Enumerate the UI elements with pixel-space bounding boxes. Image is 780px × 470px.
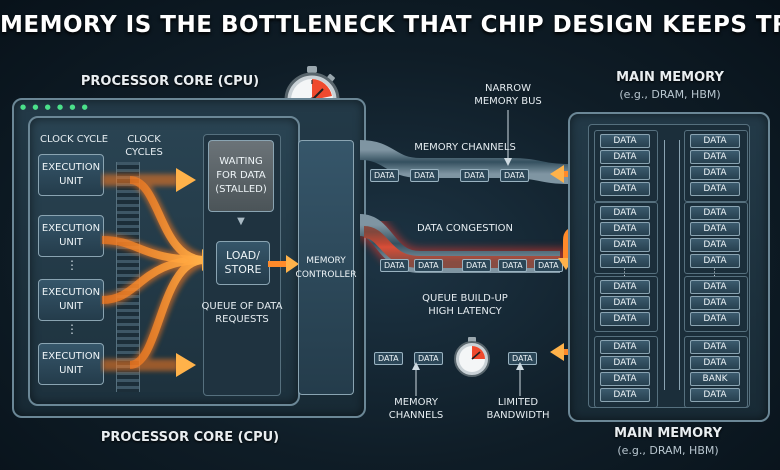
narrow-bus-label: NARROW MEMORY BUS — [474, 83, 542, 107]
memory-cell: DATA — [690, 388, 740, 402]
memory-cell: DATA — [600, 280, 650, 294]
memory-bank-frame — [684, 130, 748, 202]
memory-cell: DATA — [600, 238, 650, 252]
memory-bank-frame — [594, 202, 658, 274]
packet: DATA — [534, 259, 563, 272]
limited-bandwidth-label: LIMITED BANDWIDTH — [486, 397, 550, 421]
packet: DATA — [410, 169, 439, 182]
queue-buildup-label: QUEUE BUILD-UP — [422, 293, 508, 304]
packet: DATA — [414, 259, 443, 272]
packet: DATA — [498, 259, 527, 272]
ellipsis: ⋮ — [66, 258, 78, 272]
memory-cell: DATA — [690, 150, 740, 164]
memory-cell: DATA — [690, 206, 740, 220]
memory-cell: DATA — [690, 166, 740, 180]
packet: DATA — [460, 169, 489, 182]
memory-cell: DATA — [600, 206, 650, 220]
memory-cell: DATA — [600, 166, 650, 180]
memory-cell: DATA — [600, 222, 650, 236]
memory-cell: DATA — [690, 312, 740, 326]
memory-cell: DATA — [600, 312, 650, 326]
memory-bank-frame — [684, 336, 748, 408]
load-store-box: LOAD/ STORE — [216, 241, 270, 285]
packet: DATA — [380, 259, 409, 272]
ellipsis: ⋮ — [620, 268, 629, 278]
clock-strip — [116, 162, 140, 392]
memory-title-top: MAIN MEMORY — [616, 70, 724, 85]
label-pointers — [412, 110, 524, 396]
memory-cell: DATA — [600, 150, 650, 164]
execution-unit-4: EXECUTION UNIT — [38, 343, 104, 385]
channels-top-label: MEMORY CHANNELS — [414, 142, 516, 153]
memory-bank-frame — [594, 130, 658, 202]
memory-cell: DATA — [600, 182, 650, 196]
bank-connectors — [664, 140, 680, 390]
memory-controller: MEMORY CONTROLLER — [296, 140, 356, 395]
cpu-title-bottom: PROCESSOR CORE (CPU) — [100, 430, 280, 445]
execution-unit-2: EXECUTION UNIT — [38, 215, 104, 257]
packet: DATA — [414, 352, 443, 365]
memory-cell: DATA — [690, 356, 740, 370]
memory-cell: DATA — [690, 296, 740, 310]
memory-cell: DATA — [600, 254, 650, 268]
memory-cell: DATA — [600, 372, 650, 386]
down-arrow: ▼ — [237, 216, 245, 227]
queue-label: QUEUE OF DATA REQUESTS — [201, 301, 283, 325]
execution-unit-1: EXECUTION UNIT — [38, 154, 104, 196]
controller-arrow — [268, 255, 299, 273]
memory-subtitle-top: (e.g., DRAM, HBM) — [619, 88, 721, 101]
packet: DATA — [370, 169, 399, 182]
ellipsis: ⋮ — [710, 268, 719, 278]
request-arrows — [101, 168, 218, 377]
congestion-label: DATA CONGESTION — [416, 223, 514, 234]
packet: DATA — [500, 169, 529, 182]
memory-bank-frame — [684, 202, 748, 274]
memory-bank-frame — [594, 336, 658, 408]
status-dots: ● ● ● ● ● ● — [20, 103, 90, 111]
memory-cell: DATA — [600, 356, 650, 370]
cpu-title-top: PROCESSOR CORE (CPU) — [80, 74, 260, 89]
memory-cell: DATA — [690, 222, 740, 236]
page-title: MEMORY IS THE BOTTLENECK THAT CHIP DESIG… — [0, 12, 780, 38]
memory-cell: DATA — [600, 340, 650, 354]
channels-bottom-label: MEMORY CHANNELS — [388, 397, 444, 421]
memory-cell: DATA — [600, 134, 650, 148]
memory-title-bottom: MAIN MEMORY — [614, 426, 722, 441]
memory-cell: DATA — [600, 388, 650, 402]
clock-cycles-label: CLOCK CYCLES — [125, 134, 163, 158]
memory-subtitle-bottom: (e.g., DRAM, HBM) — [617, 444, 719, 457]
memory-cell: DATA — [690, 340, 740, 354]
clock-icon — [454, 337, 490, 377]
memory-cell: DATA — [690, 182, 740, 196]
packet: DATA — [508, 352, 537, 365]
ellipsis: ⋮ — [66, 322, 78, 336]
memory-cell: DATA — [600, 296, 650, 310]
memory-bank-frame — [684, 276, 748, 332]
clock-cycle-label: CLOCK CYCLE — [39, 134, 109, 145]
packet: DATA — [462, 259, 491, 272]
memory-cell: BANK — [690, 372, 740, 386]
memory-cell: DATA — [690, 280, 740, 294]
waiting-box: WAITING FOR DATA (STALLED) — [208, 140, 274, 212]
memory-cell: DATA — [690, 134, 740, 148]
memory-bank-frame — [594, 276, 658, 332]
memory-cell: DATA — [690, 254, 740, 268]
execution-unit-3: EXECUTION UNIT — [38, 279, 104, 321]
packet: DATA — [374, 352, 403, 365]
high-latency-label: HIGH LATENCY — [428, 306, 502, 317]
memory-cell: DATA — [690, 238, 740, 252]
